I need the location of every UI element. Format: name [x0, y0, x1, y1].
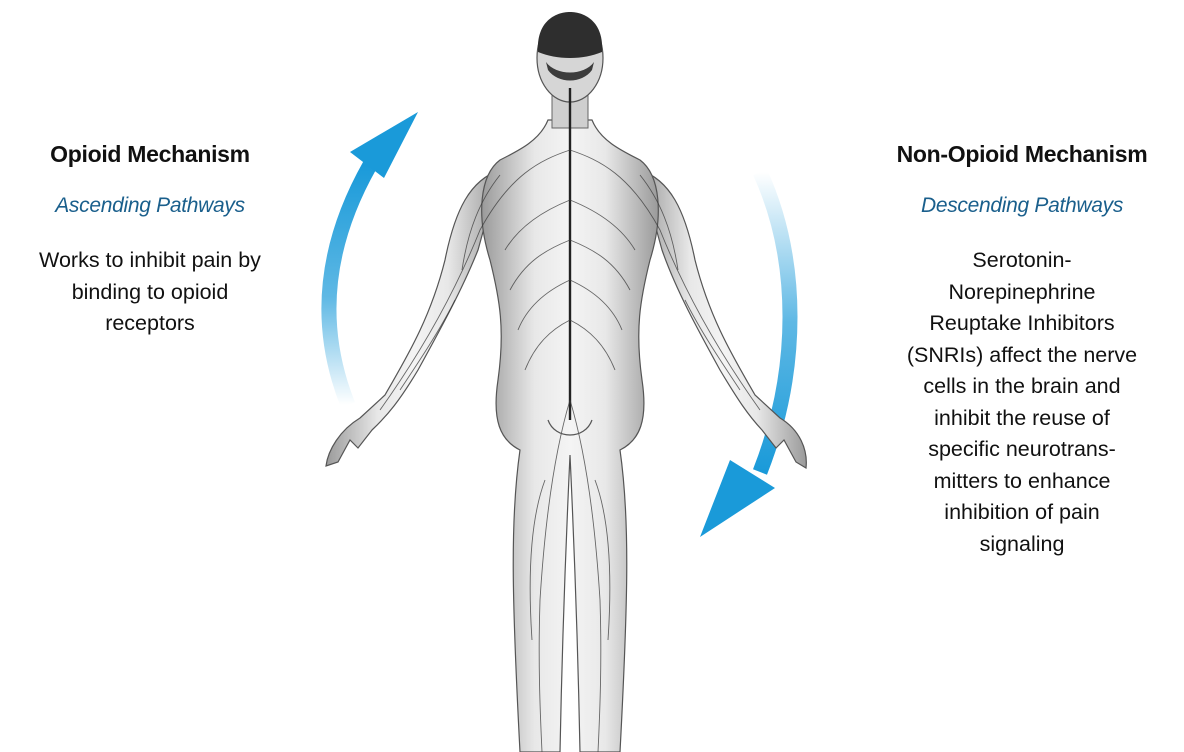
opioid-mechanism-description: Works to inhibit pain by binding to opio…: [0, 245, 300, 340]
descending-pathways-label: Descending Pathways: [862, 193, 1182, 219]
non-opioid-mechanism-description: Serotonin- Norepinephrine Reuptake Inhib…: [862, 245, 1182, 560]
human-body-figure: [326, 12, 806, 752]
ascending-pathways-label: Ascending Pathways: [0, 193, 300, 219]
opioid-mechanism-panel: Opioid Mechanism Ascending Pathways Work…: [0, 140, 300, 340]
non-opioid-mechanism-panel: Non-Opioid Mechanism Descending Pathways…: [862, 140, 1182, 560]
opioid-mechanism-heading: Opioid Mechanism: [0, 140, 300, 168]
non-opioid-mechanism-heading: Non-Opioid Mechanism: [862, 140, 1182, 168]
